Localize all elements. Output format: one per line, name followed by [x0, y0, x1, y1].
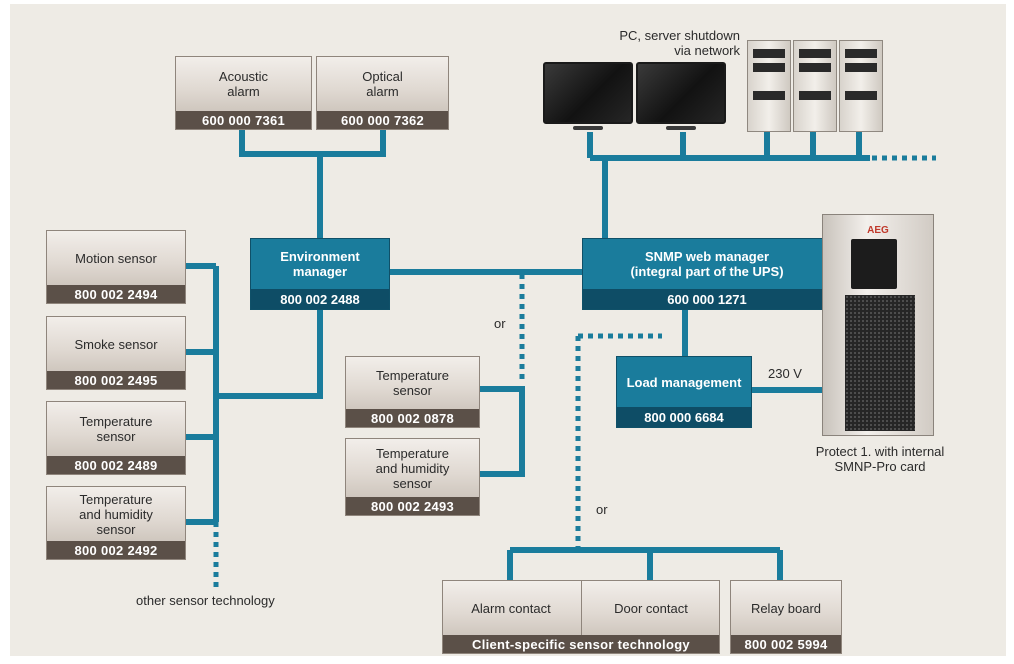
smoke-sensor-label: Smoke sensor — [74, 336, 158, 352]
ups-caption: Protect 1. with internal SMNP-Pro card — [815, 444, 945, 474]
ups-control-panel — [851, 239, 897, 289]
temp-humidity-sensor-left: Temperature and humidity sensor 800 002 … — [46, 486, 186, 560]
connection-lines — [180, 130, 936, 589]
motion-sensor-number: 800 002 2494 — [47, 285, 185, 303]
relay-board: Relay board 800 002 5994 — [730, 580, 842, 654]
temperature-sensor-left-label: Temperature sensor — [79, 414, 153, 444]
temperature-sensor-left-number: 800 002 2489 — [47, 456, 185, 474]
optical-alarm: Optical alarm 600 000 7362 — [316, 56, 449, 130]
load-management: Load management 800 000 6684 — [616, 356, 752, 428]
temperature-sensor-left: Temperature sensor 800 002 2489 — [46, 401, 186, 475]
voltage-label: 230 V — [768, 366, 802, 381]
server-1-icon — [747, 40, 791, 132]
temp-humidity-sensor-mid: Temperature and humidity sensor 800 002 … — [345, 438, 480, 516]
relay-board-label: Relay board — [750, 600, 822, 616]
load-management-number: 800 000 6684 — [617, 407, 751, 427]
ups-grille — [845, 295, 915, 431]
smoke-sensor-number: 800 002 2495 — [47, 371, 185, 389]
server-2-icon — [793, 40, 837, 132]
snmp-web-manager-number: 600 000 1271 — [583, 289, 831, 309]
pc-shutdown-label: PC, server shutdown via network — [619, 28, 740, 58]
client-specific-group: Alarm contact Door contact Client-specif… — [442, 580, 720, 654]
acoustic-alarm-label: Acoustic alarm — [218, 69, 269, 99]
monitor-2-icon — [636, 62, 726, 124]
ups-device-icon: AEG — [822, 214, 934, 436]
load-management-label: Load management — [626, 374, 742, 390]
temperature-sensor-mid-label: Temperature sensor — [376, 368, 449, 398]
temperature-sensor-mid: Temperature sensor 800 002 0878 — [345, 356, 480, 428]
alarm-contact-label: Alarm contact — [471, 600, 551, 616]
temp-humidity-sensor-left-label: Temperature and humidity sensor — [79, 491, 153, 537]
environment-manager-number: 800 002 2488 — [251, 289, 389, 309]
temp-humidity-sensor-left-number: 800 002 2492 — [47, 541, 185, 559]
smoke-sensor: Smoke sensor 800 002 2495 — [46, 316, 186, 390]
snmp-web-manager: SNMP web manager (integral part of the U… — [582, 238, 832, 310]
monitor-1-stand-icon — [573, 126, 603, 130]
relay-board-number: 800 002 5994 — [731, 635, 841, 653]
temp-humidity-sensor-mid-number: 800 002 2493 — [346, 497, 479, 515]
optical-alarm-label: Optical alarm — [362, 69, 403, 99]
acoustic-alarm: Acoustic alarm 600 000 7361 — [175, 56, 312, 130]
acoustic-alarm-number: 600 000 7361 — [176, 111, 311, 129]
system-diagram: Acoustic alarm 600 000 7361 Optical alar… — [10, 4, 1006, 656]
motion-sensor-label: Motion sensor — [75, 250, 157, 266]
environment-manager-label: Environment manager — [280, 249, 360, 279]
monitor-2-stand-icon — [666, 126, 696, 130]
monitor-1-icon — [543, 62, 633, 124]
ups-logo: AEG — [867, 225, 889, 236]
temperature-sensor-mid-number: 800 002 0878 — [346, 409, 479, 427]
client-specific-label: Client-specific sensor technology — [443, 635, 719, 653]
snmp-web-manager-label: SNMP web manager (integral part of the U… — [630, 249, 784, 279]
environment-manager: Environment manager 800 002 2488 — [250, 238, 390, 310]
or-label-upper: or — [494, 316, 506, 331]
temp-humidity-sensor-mid-label: Temperature and humidity sensor — [375, 445, 450, 491]
server-3-icon — [839, 40, 883, 132]
motion-sensor: Motion sensor 800 002 2494 — [46, 230, 186, 304]
other-sensors-label: other sensor technology — [136, 593, 275, 608]
group-divider — [581, 581, 582, 635]
or-label-lower: or — [596, 502, 608, 517]
door-contact-label: Door contact — [614, 600, 688, 616]
optical-alarm-number: 600 000 7362 — [317, 111, 448, 129]
